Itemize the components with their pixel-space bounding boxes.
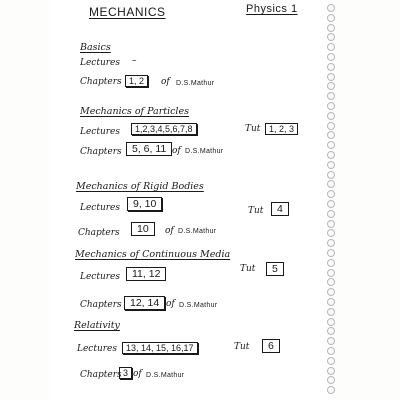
continuous-tut-box: 5	[266, 262, 284, 276]
binding-hole	[327, 131, 335, 140]
continuous-book: D.S.Mathur	[179, 302, 218, 309]
binding-hole	[327, 229, 335, 238]
binding-hole	[327, 121, 335, 130]
page-title: MECHANICS	[89, 5, 166, 19]
relativity-of-text: of	[133, 369, 142, 379]
binding-hole	[327, 111, 335, 120]
binding-hole	[327, 180, 335, 189]
binding-hole	[327, 160, 335, 169]
binding-hole	[327, 307, 335, 316]
particles-chapters-box: 5, 6, 11	[126, 142, 173, 156]
binding-hole	[327, 209, 335, 218]
binding-hole	[327, 268, 335, 277]
binding-hole	[327, 356, 335, 365]
relativity-tut-box: 6	[262, 339, 280, 353]
binding-hole	[327, 376, 335, 385]
section-heading-rigid: Mechanics of Rigid Bodies	[76, 181, 204, 192]
section-heading-basics: Basics	[80, 42, 111, 53]
relativity-chapters-label: Chapters	[80, 370, 122, 380]
binding-hole	[327, 386, 335, 395]
binding-hole	[327, 72, 335, 81]
binding-hole	[327, 82, 335, 91]
rigid-lectures-label: Lectures	[80, 203, 121, 213]
basics-book: D.S.Mathur	[176, 80, 215, 87]
relativity-lectures-label: Lectures	[77, 344, 118, 354]
relativity-book: D.S.Mathur	[146, 372, 185, 379]
binding-hole	[327, 317, 335, 326]
binding-hole	[327, 13, 335, 22]
binding-hole	[327, 151, 335, 159]
section-heading-relativity: Relativity	[74, 320, 120, 331]
binding-hole	[327, 298, 335, 306]
binding-hole	[327, 102, 335, 110]
binding-hole	[327, 288, 335, 297]
continuous-chapters-label: Chapters	[80, 300, 122, 310]
basics-of-text: of	[161, 77, 170, 87]
binding-hole	[327, 62, 335, 71]
rigid-lectures-box: 9, 10	[127, 197, 163, 211]
rigid-tut-label: Tut	[248, 206, 264, 216]
binding-hole	[327, 278, 335, 287]
paper-sheet	[50, 0, 332, 400]
binding-hole	[327, 239, 335, 248]
basics-chapters-label: Chapters	[80, 77, 122, 87]
basics-lectures-value: –	[132, 56, 137, 66]
rigid-chapters-label: Chapters	[78, 228, 120, 238]
spiral-binding	[327, 4, 337, 400]
binding-hole	[327, 43, 335, 52]
binding-hole	[327, 347, 335, 355]
binding-hole	[327, 170, 335, 179]
particles-lectures-box: 1,2,3,4,5,6,7,8	[131, 123, 197, 135]
continuous-of-text: of	[166, 299, 175, 309]
binding-hole	[327, 92, 335, 101]
binding-hole	[327, 4, 335, 12]
binding-hole	[327, 337, 335, 346]
binding-hole	[327, 219, 335, 228]
basics-chapters-box: 1, 2	[125, 75, 149, 87]
binding-hole	[327, 53, 335, 61]
subject-label: Physics 1	[246, 3, 298, 15]
basics-lectures-label: Lectures	[80, 58, 121, 68]
binding-hole	[327, 141, 335, 150]
particles-tut-box: 1, 2, 3	[265, 123, 299, 135]
rigid-tut-box: 4	[271, 202, 289, 216]
relativity-tut-label: Tut	[234, 342, 250, 352]
continuous-lectures-box: 11, 12	[126, 267, 167, 281]
binding-hole	[327, 190, 335, 199]
binding-hole	[327, 23, 335, 32]
particles-of-text: of	[172, 146, 181, 156]
relativity-lectures-box: 13, 14, 15, 16,17	[122, 342, 198, 354]
rigid-of-text: of	[165, 226, 174, 236]
relativity-chapters-box: 3	[119, 367, 133, 379]
continuous-chapters-box: 12, 14	[124, 296, 166, 310]
section-heading-continuous: Mechanics of Continuous Media	[75, 249, 231, 260]
particles-chapters-label: Chapters	[80, 147, 122, 157]
particles-tut-label: Tut	[245, 124, 261, 134]
continuous-lectures-label: Lectures	[80, 272, 121, 282]
particles-lectures-label: Lectures	[80, 127, 121, 137]
particles-book: D.S.Mathur	[185, 148, 224, 155]
continuous-tut-label: Tut	[240, 264, 256, 274]
binding-hole	[327, 327, 335, 336]
binding-hole	[327, 33, 335, 42]
rigid-book: D.S.Mathur	[178, 228, 217, 235]
binding-hole	[327, 258, 335, 267]
section-heading-particles: Mechanics of Particles	[80, 106, 189, 117]
binding-hole	[327, 249, 335, 257]
binding-hole	[327, 366, 335, 375]
rigid-chapters-box: 10	[131, 222, 155, 236]
binding-hole	[327, 200, 335, 208]
